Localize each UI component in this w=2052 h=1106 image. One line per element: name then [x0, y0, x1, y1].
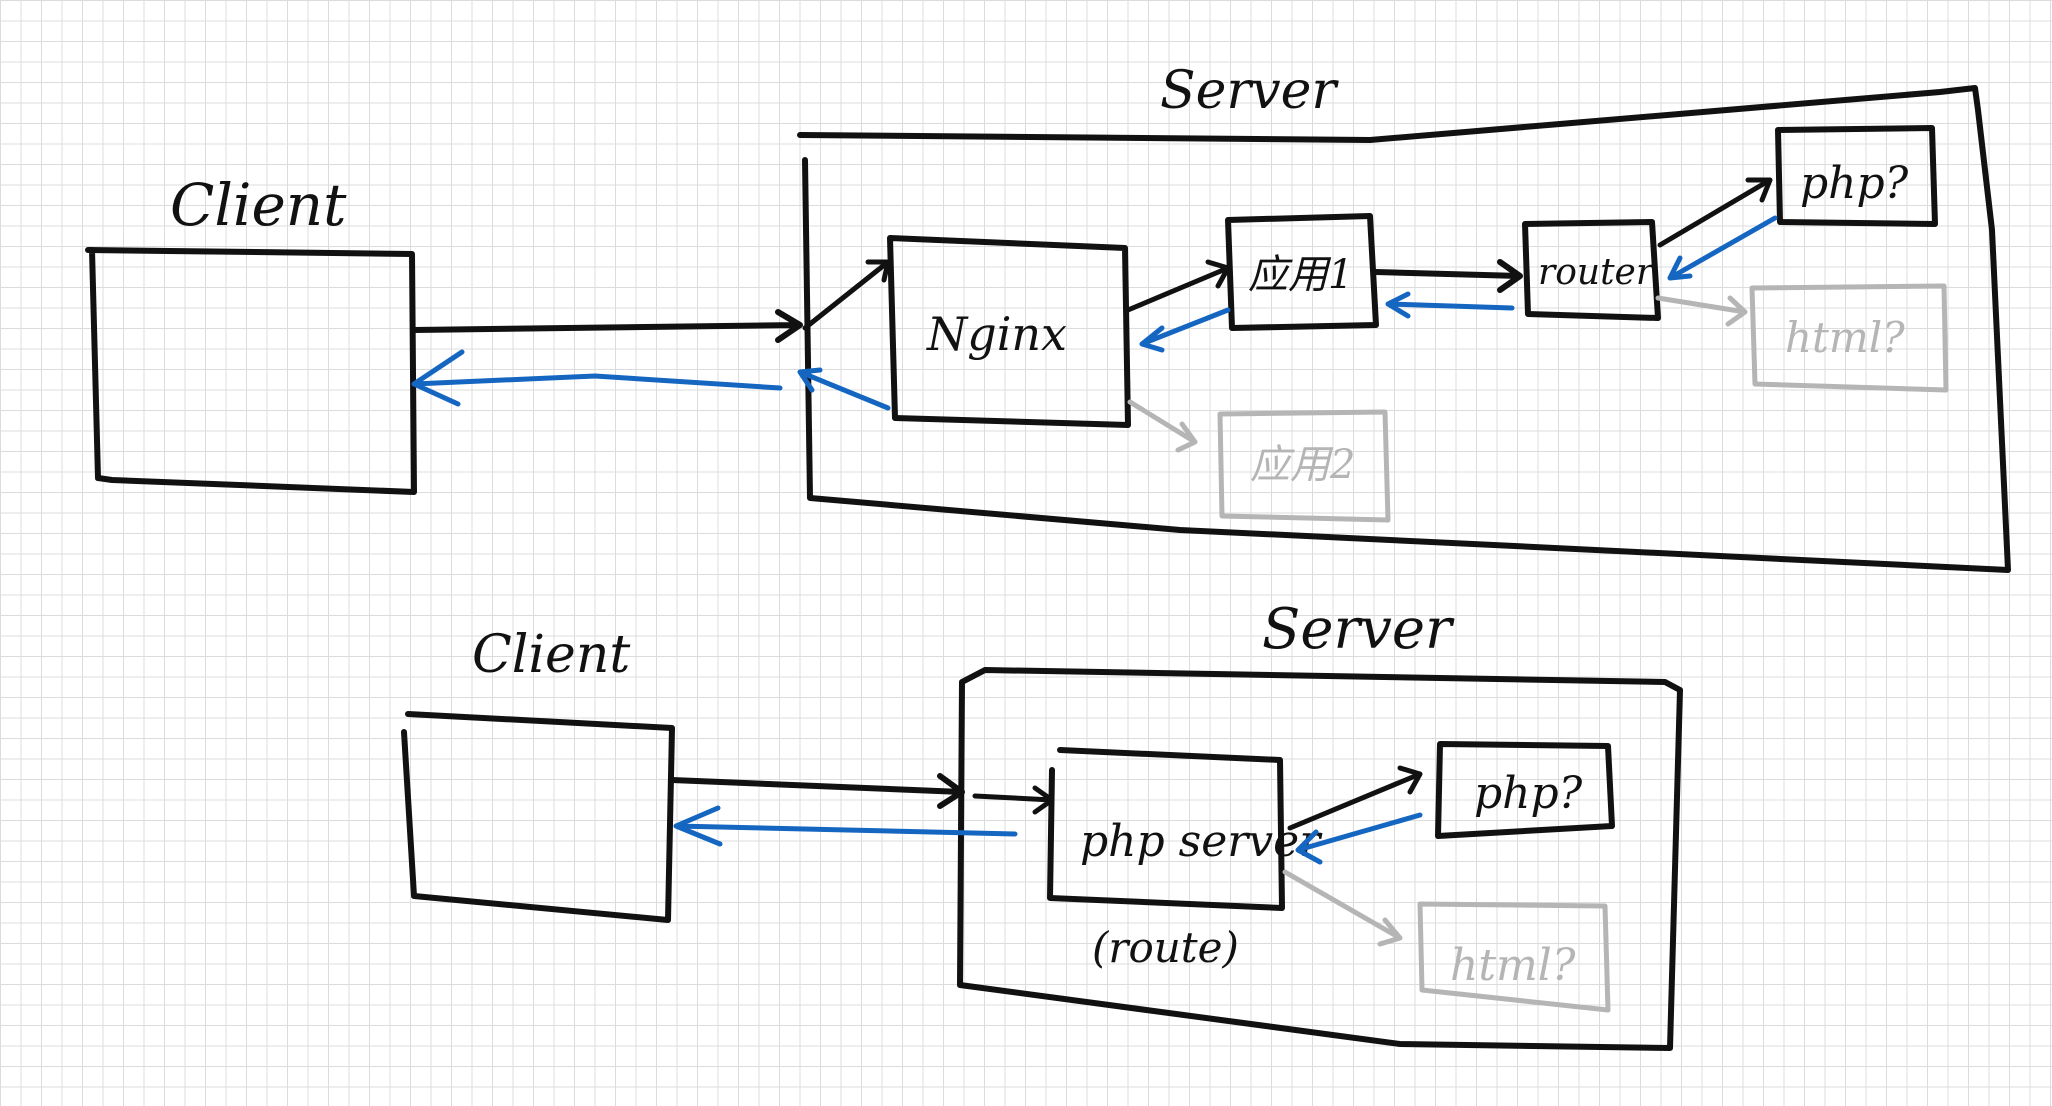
app1-box: [1225, 213, 1379, 331]
top-html-label: html?: [1785, 313, 1905, 362]
bottom-server-label: Server: [1262, 597, 1455, 662]
phpserver-to-php-arrow: [1287, 765, 1423, 831]
response-router-to-app1-arrow: [1385, 291, 1515, 319]
top-client-box: [85, 247, 417, 495]
response-app1-to-nginx-arrow: [1139, 307, 1231, 353]
php-server-box: [1047, 747, 1285, 911]
top-php-label: php?: [1800, 158, 1909, 209]
bottom-php-box: [1435, 741, 1615, 839]
server-to-nginx-arrow: [802, 259, 891, 331]
phpserver-to-html-arrow: [1282, 869, 1403, 947]
nginx-box: [887, 235, 1131, 428]
bottom-html-label: html?: [1450, 940, 1576, 991]
top-html-box: [1749, 283, 1949, 393]
app2-label: 应用2: [1250, 442, 1355, 488]
route-note: (route): [1092, 923, 1239, 972]
bottom-server-to-phpserver-arrow: [972, 785, 1055, 815]
app2-box: [1217, 409, 1391, 523]
app1-label: 应用1: [1248, 252, 1353, 298]
top-server-frame: [797, 85, 2011, 573]
top-server-label: Server: [1160, 61, 1339, 121]
top-diagram: Client Server Nginx 应用1 router php? html…: [85, 61, 2011, 573]
bottom-response-to-client-arrow: [673, 805, 1018, 847]
response-nginx-to-server-arrow: [797, 367, 891, 411]
bottom-php-label: php?: [1474, 768, 1583, 819]
router-box: [1522, 219, 1661, 321]
nginx-to-app2-arrow: [1127, 399, 1198, 453]
bottom-client-label: Client: [472, 625, 630, 685]
bottom-diagram: Client Server php server (route) php? ht…: [401, 597, 1683, 1051]
router-to-php-arrow: [1657, 177, 1773, 248]
top-php-box: [1775, 125, 1938, 227]
router-label: router: [1538, 252, 1655, 293]
app1-to-router-arrow: [1373, 259, 1523, 293]
bottom-response-php-to-phpserver-arrow: [1295, 812, 1423, 865]
nginx-to-app1-arrow: [1125, 259, 1231, 313]
response-php-to-router-arrow: [1667, 215, 1778, 281]
client-to-server-arrow: [411, 309, 803, 343]
bottom-client-box: [401, 711, 675, 923]
nginx-label: Nginx: [926, 307, 1067, 361]
top-client-label: Client: [170, 171, 347, 239]
response-server-to-client-arrow: [411, 349, 783, 407]
router-to-html-arrow: [1655, 295, 1748, 327]
bottom-client-to-server-arrow: [669, 773, 965, 809]
bottom-html-box: [1417, 901, 1611, 1013]
bottom-server-frame: [957, 667, 1683, 1051]
php-server-label: php server: [1080, 816, 1323, 867]
